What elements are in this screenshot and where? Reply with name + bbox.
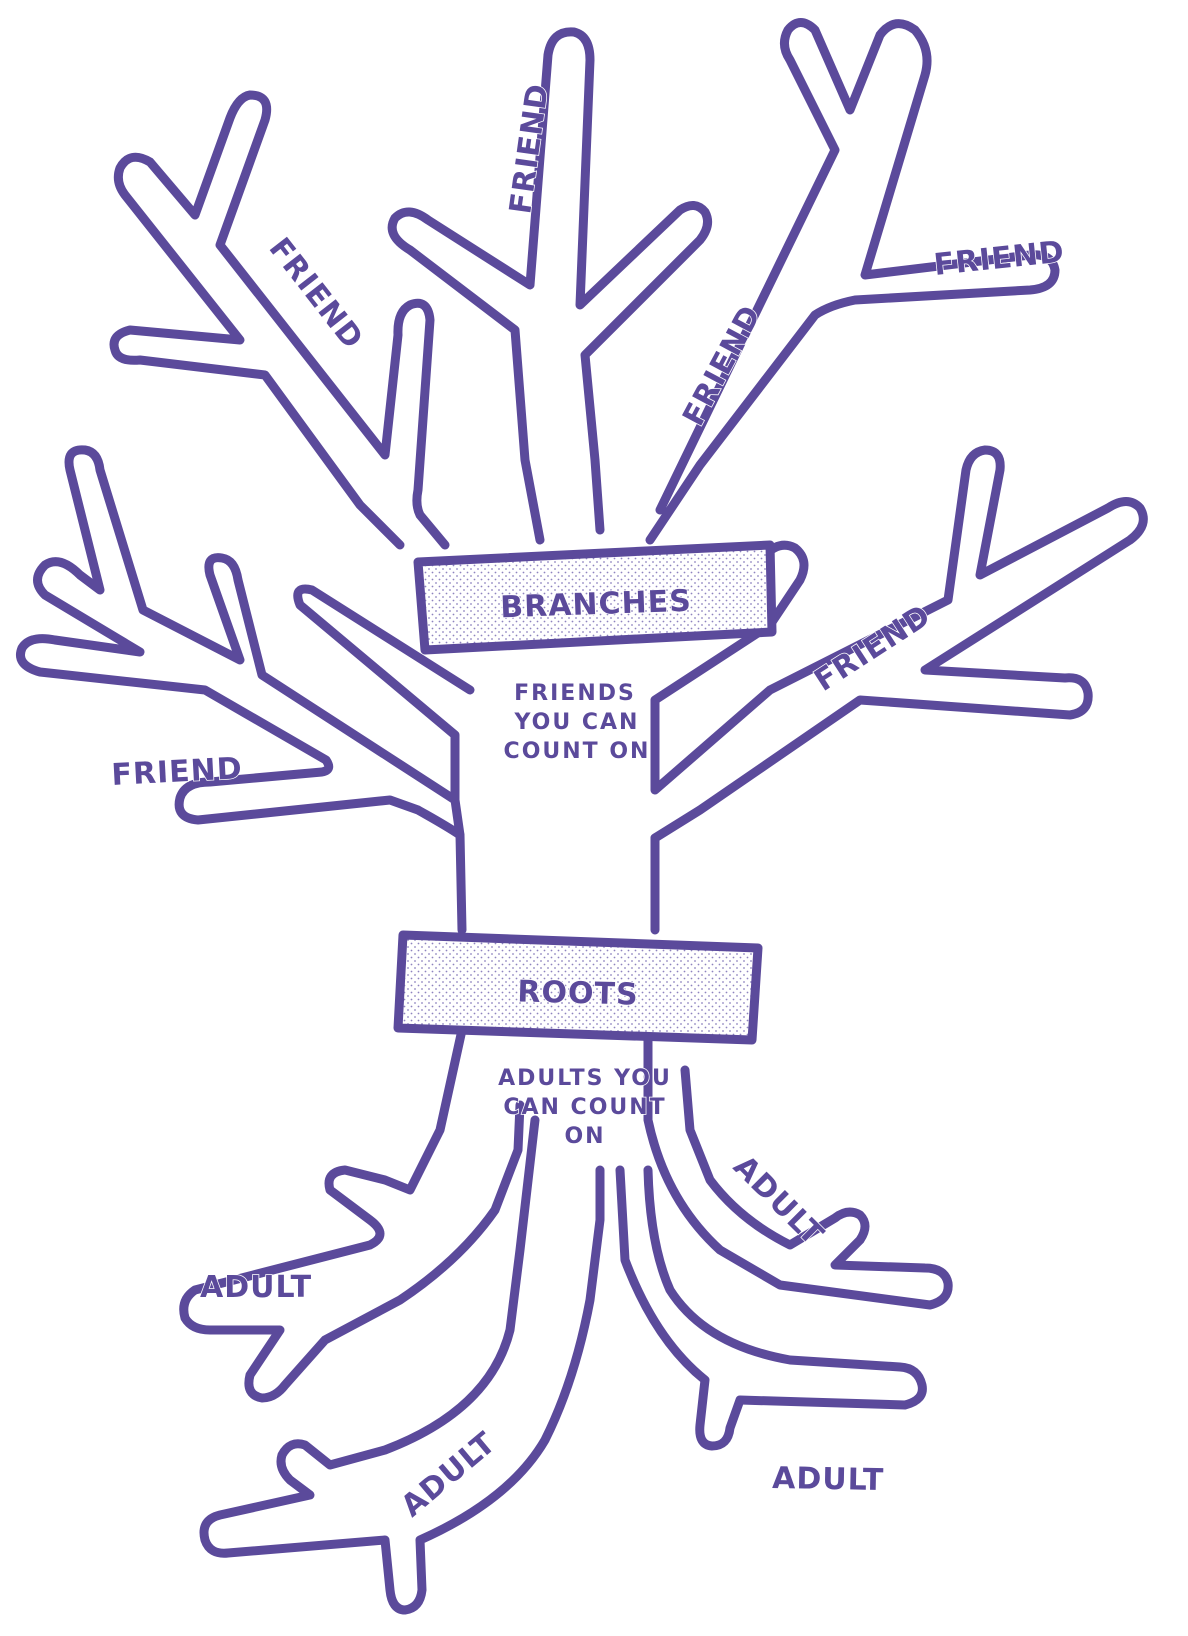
trunk-outline (455, 830, 660, 935)
roots-description-line-3: ON (564, 1124, 605, 1149)
roots-outline (179, 1025, 953, 1615)
roots-sign-label: ROOTS (517, 974, 639, 1012)
adult-label: ADULT (200, 1270, 312, 1305)
roots-sign (393, 930, 763, 1045)
roots-description-line-2: CAN COUNT (503, 1095, 666, 1120)
friend-label: FRIEND (932, 234, 1066, 283)
tree-outline-left (16, 445, 465, 840)
adult-label: ADULT (772, 1461, 885, 1498)
friend-label: FRIEND (676, 299, 769, 431)
branches-sign (413, 540, 777, 655)
branches-sign-label: BRANCHES (500, 584, 693, 626)
branches-description-line-3: COUNT ON (504, 739, 651, 764)
friend-label: FRIEND (262, 231, 370, 356)
roots-description-line-1: ADULTS YOU (498, 1066, 672, 1091)
branches-description-line-1: FRIENDS (514, 681, 636, 706)
branches-description-line-2: YOU CAN (514, 710, 640, 735)
branch-upper-right (645, 18, 1060, 545)
friend-label: FRIEND (503, 81, 556, 216)
friend-label: FRIEND (111, 751, 244, 793)
branch-upper-left (109, 90, 475, 805)
friend-label: FRIEND (808, 598, 937, 699)
branch-upper-center (387, 27, 713, 545)
